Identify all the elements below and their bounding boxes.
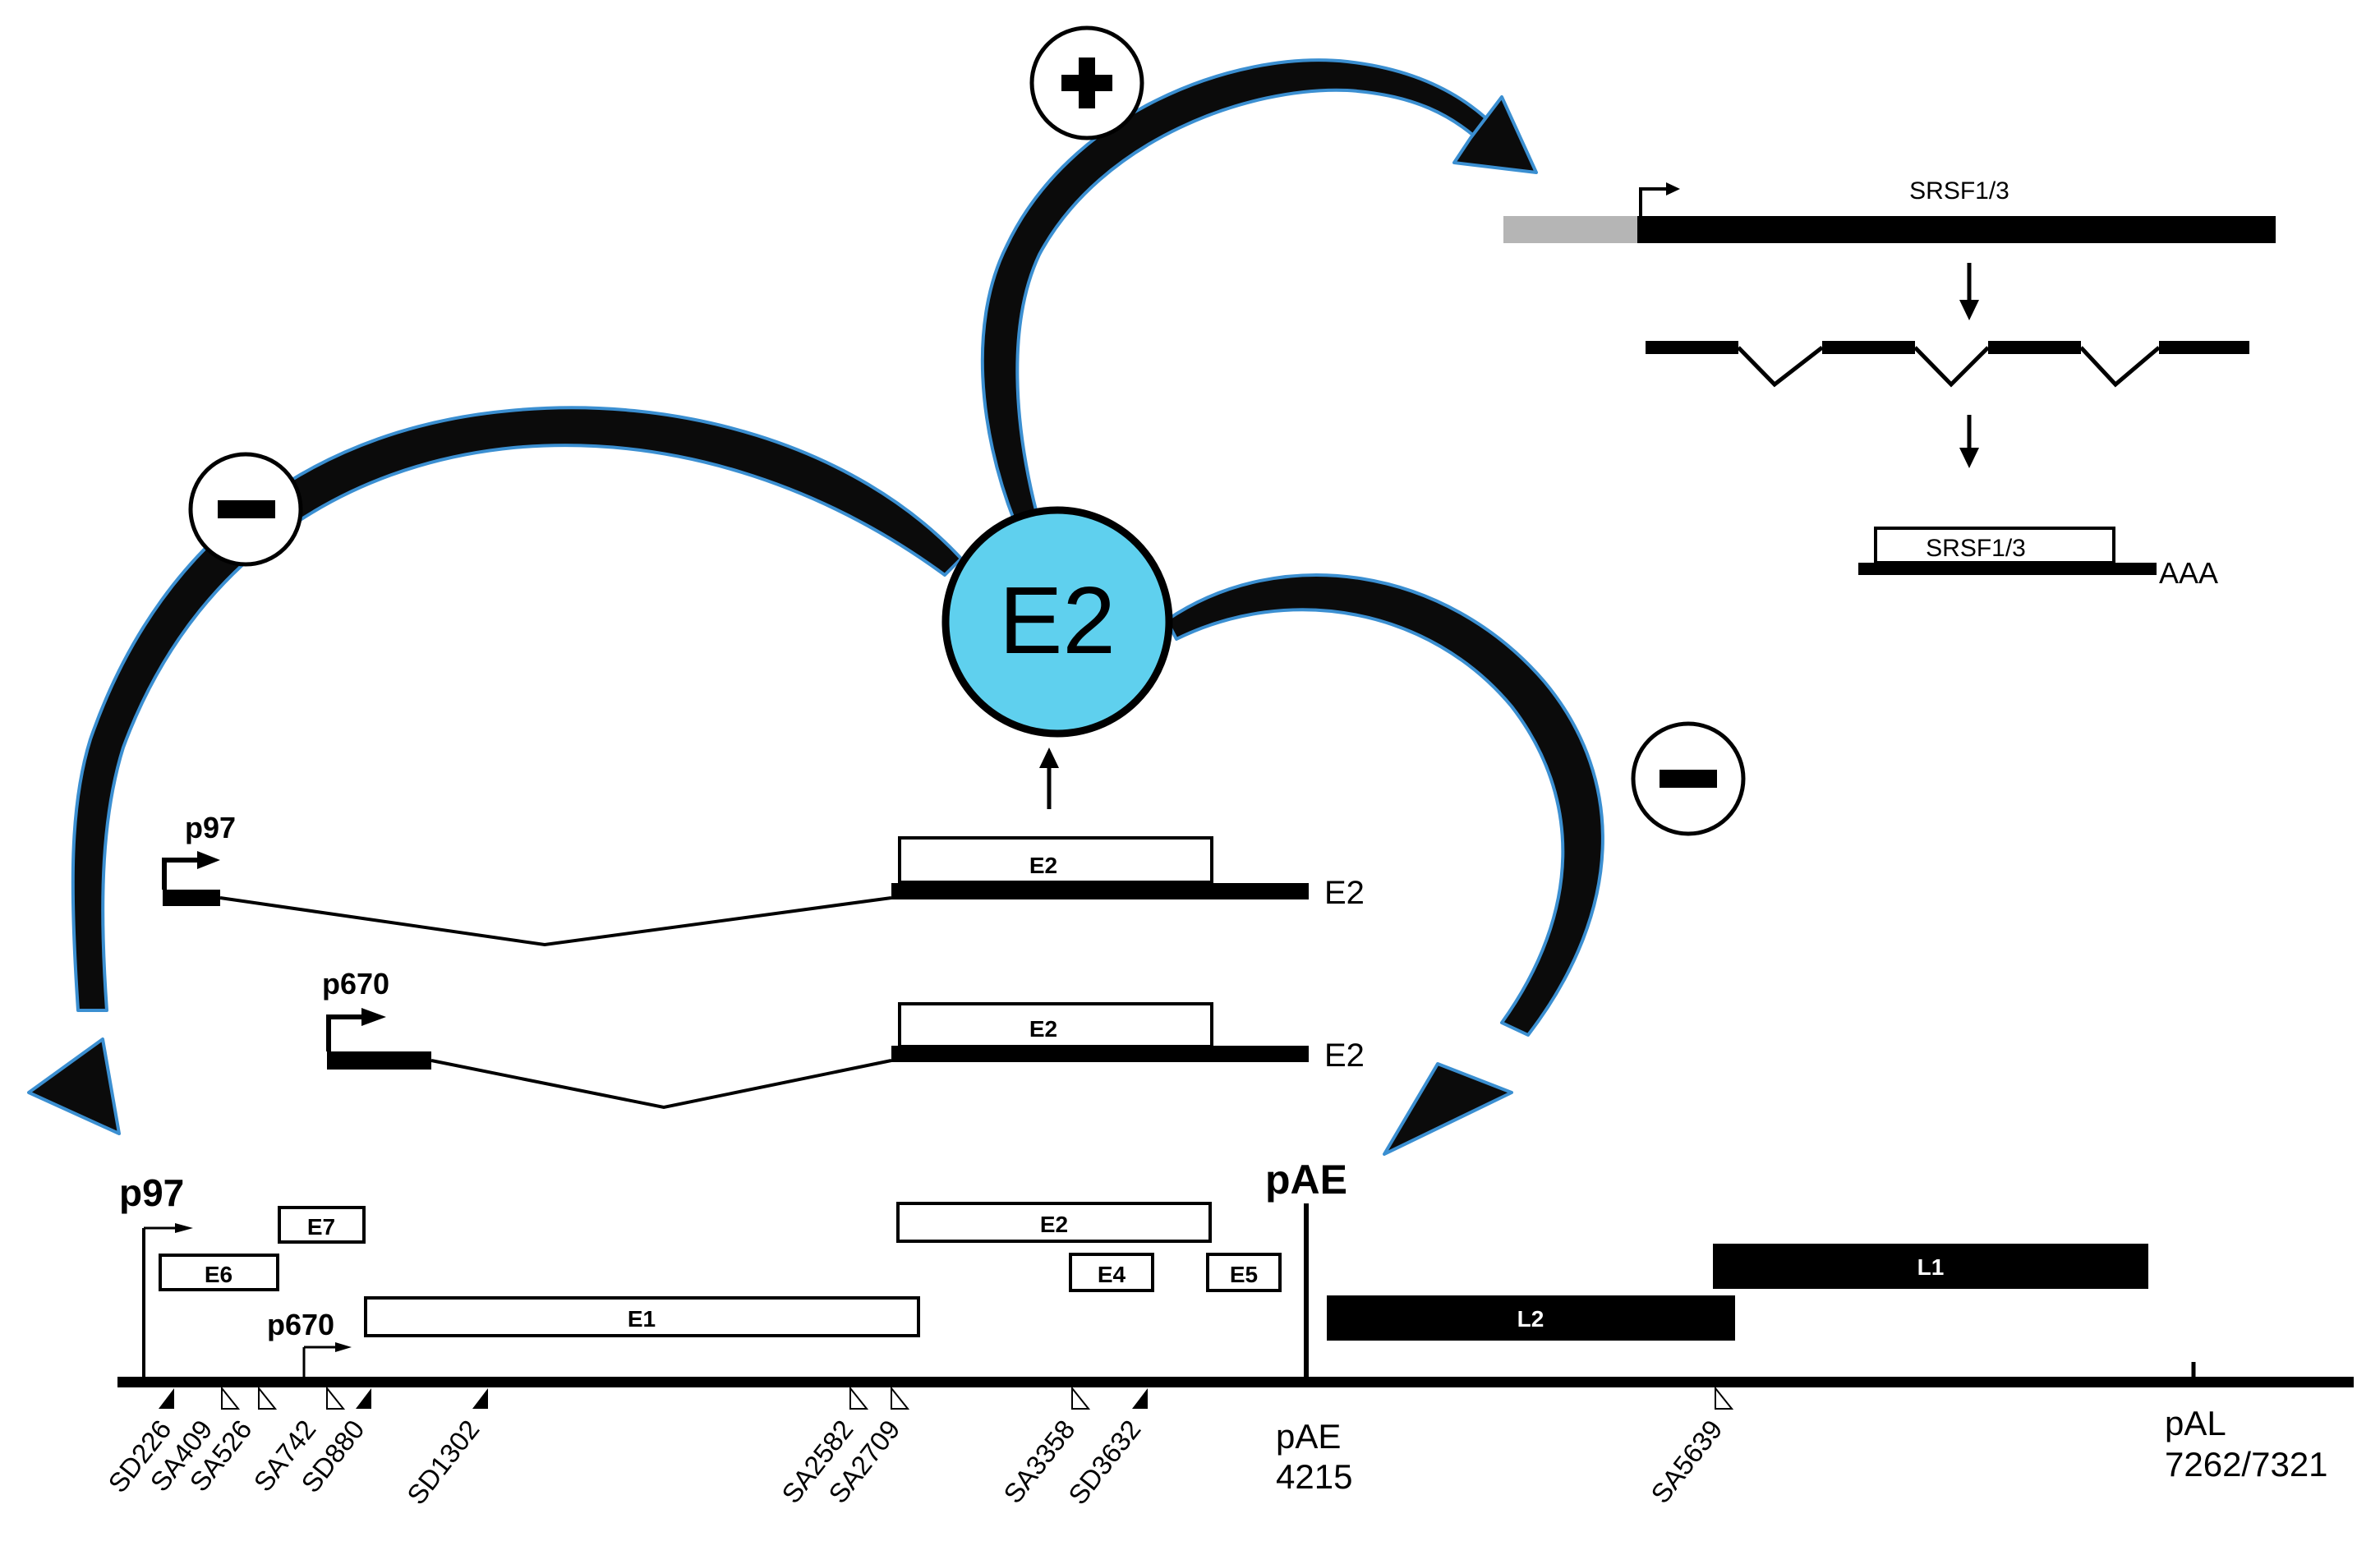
site-marker-SD3632 [1132, 1388, 1148, 1409]
site-label-SA5639: SA5639 [1645, 1415, 1728, 1509]
srsf-mrna-label: SRSF1/3 [1926, 535, 2026, 562]
e2-protein-label: E2 [999, 567, 1116, 674]
orf-e1-label: E1 [628, 1306, 656, 1332]
site-marker-SD1302 [472, 1388, 488, 1409]
minus-sign-badge-left [188, 452, 303, 567]
transcript-p97-intron [219, 896, 892, 947]
transcript-p670-orf-label: E2 [1029, 1016, 1057, 1042]
genome-pAE-label: pAE [1265, 1157, 1347, 1203]
srsf-processing-arrow-1 [1959, 263, 1979, 320]
translation-arrow [1039, 748, 1059, 809]
regulation-arrows [27, 58, 1604, 1156]
transcript-p670-promoter-label: p670 [322, 967, 389, 1001]
srsf-gene-utr [1503, 216, 1637, 243]
arrowhead-to-pAE [1383, 1062, 1513, 1156]
plus-sign-badge [1029, 25, 1144, 140]
genome-p97-label: p97 [119, 1171, 184, 1214]
orf-e1 [364, 1296, 920, 1337]
transcript-p97-orf [898, 836, 1213, 884]
orf-l1-label: L1 [1917, 1254, 1945, 1280]
site-marker-SA409 [221, 1386, 241, 1410]
minus-sign-badge-right [1631, 721, 1746, 836]
orf-e4 [1069, 1253, 1154, 1292]
srsf-mrna-orf [1874, 527, 2115, 564]
transcript-p97-exon1 [163, 890, 220, 906]
orf-e5-label: E5 [1230, 1262, 1258, 1287]
transcript-p97-promoter-label: p97 [185, 811, 236, 844]
srsf-mrna: SRSF1/3 AAA [1858, 527, 2218, 590]
srsf-processing-arrow-2 [1959, 415, 1979, 468]
srsf-gene-label: SRSF1/3 [1909, 177, 2009, 205]
orf-e6 [159, 1254, 279, 1291]
orf-e7-label: E7 [307, 1214, 335, 1240]
site-marker-SA2709 [891, 1386, 910, 1410]
splice-site-labels: SD226 SA409 SA526 SA742 SD880 SD1302 SA2… [102, 1415, 1728, 1511]
transcript-p670-exon1 [327, 1051, 431, 1070]
site-marker-SD226 [159, 1388, 174, 1409]
transcript-p670-exon2 [891, 1046, 1309, 1062]
site-marker-SA742 [326, 1386, 346, 1410]
orf-e2 [896, 1202, 1212, 1243]
arrow-to-pAE [1165, 573, 1604, 1037]
srsf-promoter-arrow [1639, 187, 1668, 216]
orf-e7 [278, 1206, 366, 1244]
genome-line [117, 1377, 2354, 1387]
orf-e5 [1206, 1253, 1282, 1292]
transcript-p97-exon2 [891, 883, 1309, 899]
pAE-site-position: 4215 [1276, 1457, 1352, 1496]
srsf-polya-label: AAA [2159, 556, 2218, 590]
site-marker-SA3358 [1071, 1386, 1091, 1410]
site-marker-SA2582 [849, 1386, 869, 1410]
e2-protein-node: E2 [941, 506, 1173, 738]
srsf-splicing-diagram [1646, 341, 2249, 388]
orf-e4-label: E4 [1098, 1262, 1126, 1287]
site-label-SD1302: SD1302 [401, 1415, 486, 1511]
pAL-site-name: pAL [2165, 1404, 2226, 1442]
arrowhead-to-p97 [27, 1037, 121, 1135]
genome-p670-label: p670 [267, 1308, 334, 1341]
splice-site-markers [159, 1386, 1734, 1410]
transcript-p97-orf-label: E2 [1029, 853, 1057, 878]
orf-l1 [1713, 1244, 2148, 1289]
srsf-gene: SRSF1/3 [1503, 177, 2276, 243]
orf-e2-label: E2 [1040, 1212, 1068, 1237]
transcript-p670-end-label: E2 [1324, 1037, 1365, 1074]
transcript-p670-intron [430, 1059, 892, 1110]
transcript-p670: E2 E2 p670 [322, 967, 1365, 1110]
site-marker-SA5639 [1715, 1386, 1734, 1410]
transcript-p670-orf [898, 1002, 1213, 1048]
transcript-p97: E2 E2 p97 [162, 811, 1365, 947]
srsf-gene-body [1637, 216, 2276, 243]
genome-map: p97 p670 pAE E6 E7 E1 E2 E4 E5 L2 L1 [102, 1157, 2354, 1510]
arrowhead-to-srsf [1452, 95, 1538, 174]
orf-l2-label: L2 [1517, 1306, 1544, 1332]
site-marker-SA526 [258, 1386, 278, 1410]
orf-e6-label: E6 [205, 1262, 232, 1287]
pAE-site-name: pAE [1276, 1417, 1341, 1456]
arrow-to-p97 [71, 406, 963, 1012]
orf-l2 [1327, 1295, 1735, 1341]
site-marker-SD880 [356, 1388, 371, 1409]
pAL-site-position: 7262/7321 [2165, 1445, 2328, 1484]
transcript-p97-end-label: E2 [1324, 875, 1365, 911]
